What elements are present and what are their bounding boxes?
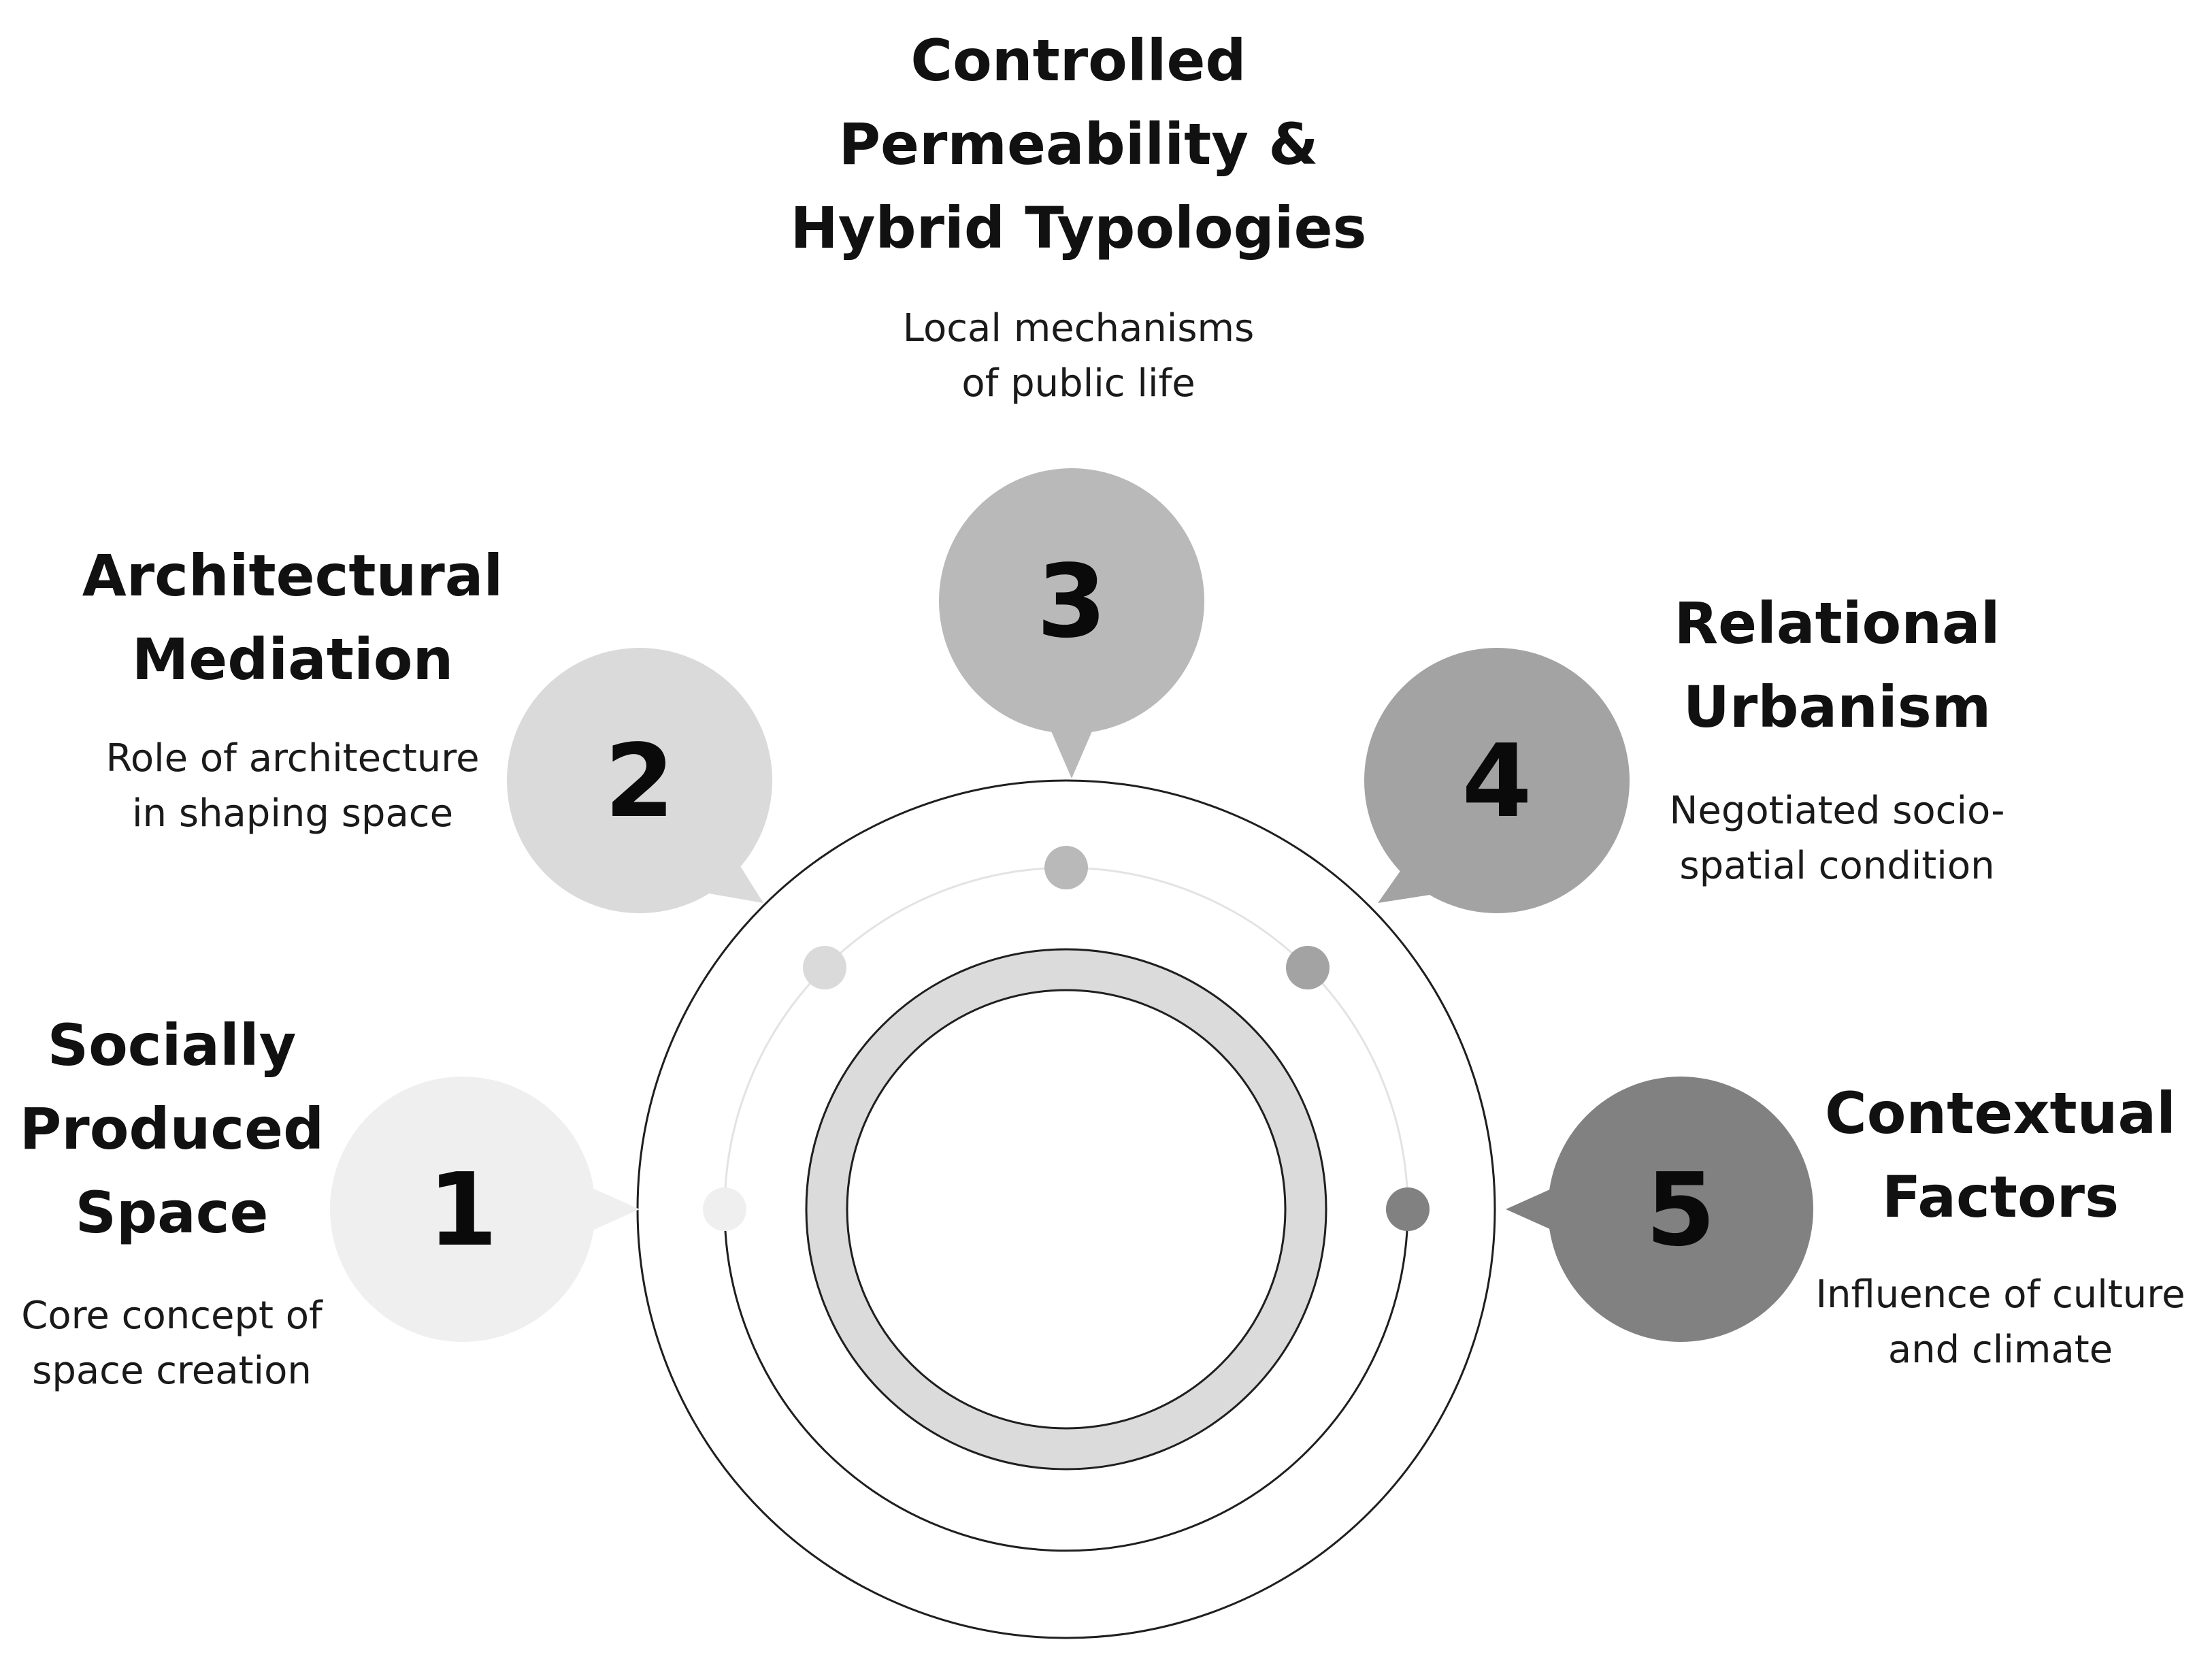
bubble-3-pointer <box>1050 728 1093 778</box>
marker-dot-2 <box>803 946 846 989</box>
bubble-2-pointer <box>705 863 763 903</box>
item-2-desc-line-1: Role of architecture <box>105 736 480 781</box>
bubble-2: 2 <box>507 648 772 913</box>
bubble-5-pointer <box>1506 1189 1551 1230</box>
inner-band-inner-edge <box>846 989 1287 1430</box>
item-3-desc-line-2: of public life <box>961 361 1195 406</box>
item-5-desc-line-1: Influence of culture <box>1815 1273 2185 1317</box>
item-4-text: Relational Urbanism Negotiated socio- sp… <box>1613 582 2062 893</box>
item-5-text: Contextual Factors Influence of culture … <box>1796 1072 2205 1377</box>
bubble-1: 1 <box>330 1077 640 1342</box>
bubble-3-circle <box>939 468 1204 734</box>
item-5-desc-line-2: and climate <box>1887 1328 2113 1372</box>
bubble-4-pointer <box>1378 864 1434 903</box>
item-1-desc-line-2: space creation <box>32 1349 312 1393</box>
item-2-desc-line-2: in shaping space <box>131 791 454 836</box>
bubble-1-circle <box>330 1077 595 1342</box>
marker-dot-1 <box>703 1187 746 1231</box>
marker-dot-5 <box>1386 1187 1430 1231</box>
bubble-5-circle <box>1548 1077 1813 1342</box>
item-2-text: Architectural Mediation Role of architec… <box>68 534 517 841</box>
item-1-title-line-1: Socially <box>47 1012 297 1079</box>
item-3-title-line-2: Permeability & <box>838 111 1319 178</box>
inner-band <box>806 949 1326 1469</box>
bubble-4-number: 4 <box>1462 723 1532 840</box>
marker-dot-3 <box>1044 846 1088 889</box>
marker-dot-4 <box>1286 946 1330 989</box>
item-4-desc-line-1: Negotiated socio- <box>1669 789 2005 833</box>
bubble-3-number: 3 <box>1037 543 1107 660</box>
item-5-title-line-2: Factors <box>1881 1164 2119 1230</box>
bubble-1-number: 1 <box>428 1151 498 1268</box>
item-3-title-line-3: Hybrid Typologies <box>790 195 1367 261</box>
item-3-desc-line-1: Local mechanisms <box>902 306 1255 350</box>
item-1-title-line-3: Space <box>75 1179 269 1246</box>
bubble-3: 3 <box>939 468 1204 778</box>
bubble-2-circle <box>507 648 772 913</box>
item-1-text: Socially Produced Space Core concept of … <box>0 1004 344 1398</box>
item-4-title-line-1: Relational <box>1674 590 2000 657</box>
item-3-text: Controlled Permeability & Hybrid Typolog… <box>779 19 1378 411</box>
item-1-desc-line-1: Core concept of <box>21 1294 323 1338</box>
item-2-title-line-2: Mediation <box>131 626 454 693</box>
outer-ring <box>636 779 1496 1639</box>
item-1-title-line-2: Produced <box>19 1096 325 1162</box>
middle-ring <box>723 1209 1409 1552</box>
bubble-1-pointer <box>594 1189 640 1230</box>
bubble-5-number: 5 <box>1646 1151 1716 1268</box>
item-2-title-line-1: Architectural <box>82 542 504 609</box>
item-5-title-line-1: Contextual <box>1825 1080 2176 1147</box>
item-4-title-line-2: Urbanism <box>1683 674 1992 740</box>
bubble-5: 5 <box>1506 1077 1813 1342</box>
bubble-2-number: 2 <box>605 723 675 840</box>
item-4-desc-line-2: spatial condition <box>1679 844 1995 888</box>
bubble-4: 4 <box>1364 648 1630 913</box>
bubble-4-circle <box>1364 648 1630 913</box>
inner-band-outer-edge <box>805 948 1327 1471</box>
item-3-title-line-1: Controlled <box>910 27 1247 94</box>
